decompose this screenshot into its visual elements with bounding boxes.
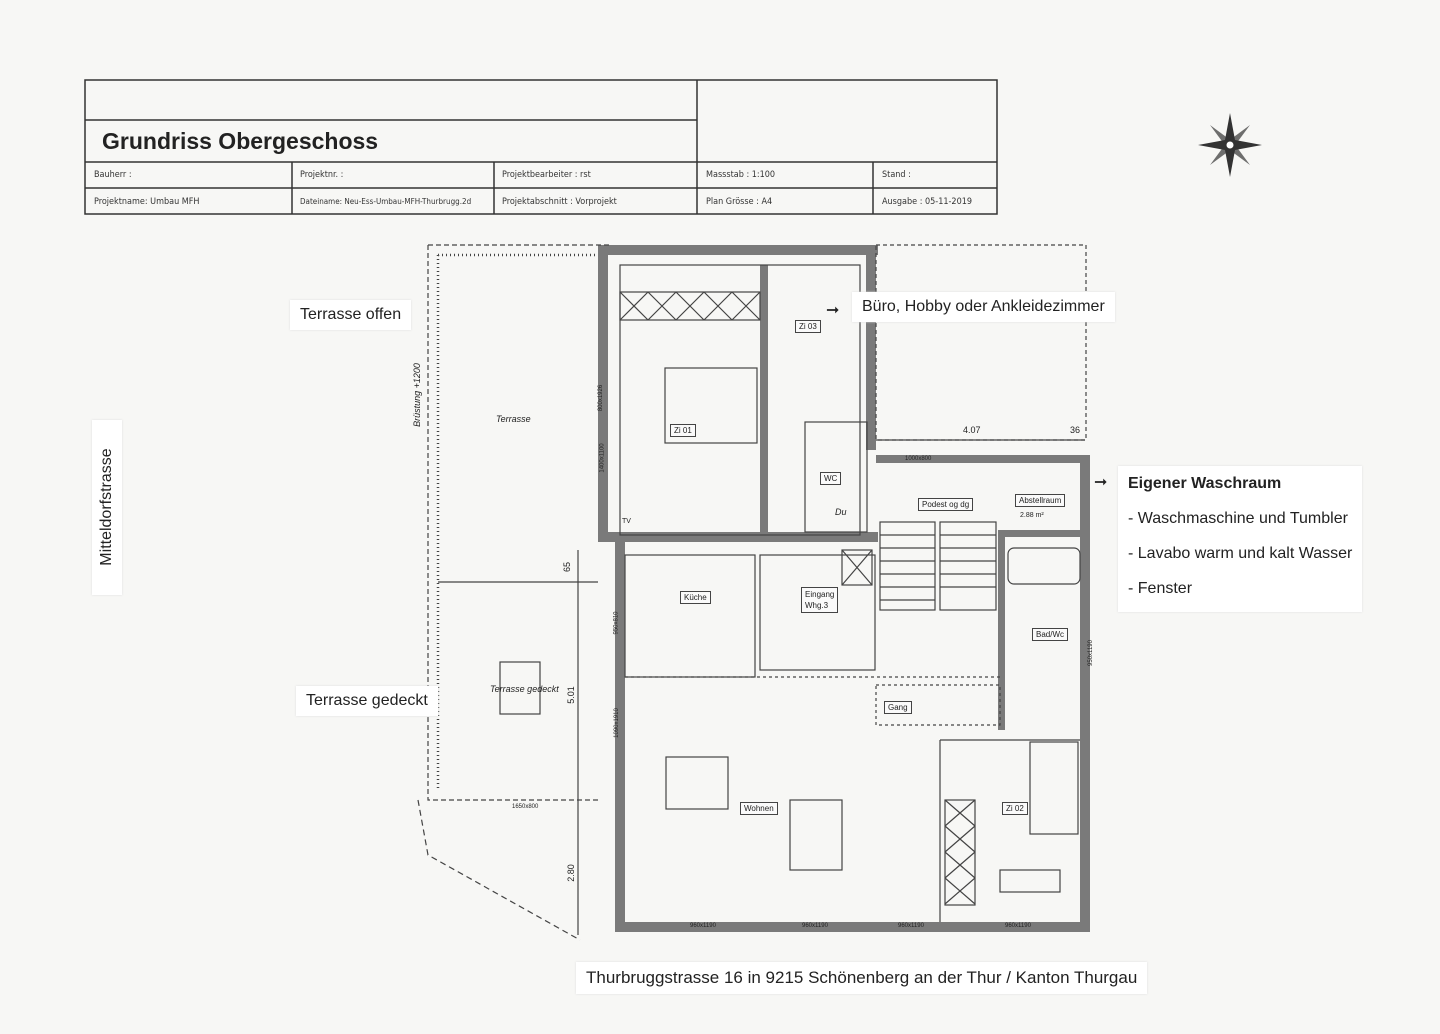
room-eingang: Eingang Whg.3 — [801, 587, 839, 613]
window-950x1190: 950x1190 — [1087, 640, 1094, 666]
note-terrasse-offen: Terrasse offen — [290, 300, 412, 330]
window-800x1926: 800x1926 — [598, 384, 605, 412]
bearbeiter-field: Projektbearbeiter : rst — [502, 170, 591, 180]
page-title: Grundriss Obergeschoss — [102, 128, 379, 154]
room-kueche: Küche — [680, 591, 711, 604]
window-1400x1100: 1400x1100 — [599, 443, 606, 473]
note-buero: Büro, Hobby oder Ankleidezimmer — [852, 292, 1115, 322]
room-terrasse-gedeckt: Terrasse gedeckt — [490, 684, 559, 694]
plangroesse-field: Plan Grösse : A4 — [706, 197, 773, 207]
street-label: Mitteldorfstrasse — [92, 420, 122, 595]
dim-280: 2.80 — [565, 864, 576, 882]
arrow-icon: ➞ — [1094, 474, 1108, 491]
window-950x810: 950x810 — [613, 611, 620, 635]
compass-rose-icon — [1198, 113, 1262, 177]
room-terrasse: Terrasse — [496, 414, 531, 424]
room-zi01: Zi 01 — [670, 424, 696, 437]
room-wc: WC — [820, 472, 842, 485]
room-wohnen: Wohnen — [740, 802, 778, 815]
eingang-label: Eingang — [805, 590, 835, 599]
room-gang: Gang — [884, 701, 912, 714]
waschraum-item: - Waschmaschine und Tumbler — [1128, 510, 1348, 527]
abschnitt-field: Projektabschnitt : Vorprojekt — [502, 197, 617, 207]
window-1090x1910: 1090x1910 — [613, 708, 620, 738]
ausgabe-field: Ausgabe : 05-11-2019 — [882, 197, 973, 207]
arrow-icon: ➞ — [826, 302, 840, 319]
abstellraum-area: 2.88 m² — [1020, 512, 1044, 519]
room-zi02: Zi 02 — [1002, 802, 1028, 815]
room-abstellraum: Abstellraum — [1015, 494, 1066, 507]
window-960-4: 960x1190 — [1005, 923, 1031, 929]
dateiname-field: Dateiname: Neu-Ess-Umbau-MFH-Thurbrugg.2… — [300, 197, 472, 206]
projektname-field: Projektname: Umbau MFH — [94, 197, 200, 207]
address-label: Thurbruggstrasse 16 in 9215 Schönenberg … — [576, 962, 1148, 994]
window-960-1: 960x1190 — [690, 923, 716, 929]
waschraum-item: - Lavabo warm und kalt Wasser — [1128, 545, 1353, 562]
note-terrasse-gedeckt: Terrasse gedeckt — [296, 686, 438, 716]
street-name: Mitteldorfstrasse — [98, 448, 115, 566]
window-1000x800: 1000x800 — [905, 456, 932, 462]
projektnr-field: Projektnr. : — [300, 170, 344, 180]
dim-65: 65 — [562, 561, 573, 573]
note-waschraum: Eigener Waschraum - Waschmaschine und Tu… — [1118, 466, 1363, 612]
dim-501: 5.01 — [565, 686, 576, 704]
bauherr-field: Bauherr : — [94, 170, 132, 180]
tv-label: TV — [622, 518, 631, 525]
massstab-field: Massstab : 1:100 — [706, 170, 776, 180]
window-1650x800: 1650x800 — [512, 804, 539, 810]
bruestung-label: Brüstung +1200 — [411, 363, 422, 427]
room-podest: Podest og dg — [918, 498, 974, 511]
dim-407: 4.07 — [963, 425, 981, 435]
room-badwc: Bad/Wc — [1032, 628, 1069, 641]
window-960-2: 960x1190 — [802, 923, 828, 929]
eingang-whg: Whg.3 — [805, 601, 829, 610]
stand-field: Stand : — [882, 170, 911, 180]
waschraum-item: - Fenster — [1128, 580, 1193, 597]
room-zi03: Zi 03 — [795, 320, 821, 333]
room-du: Du — [835, 507, 847, 517]
window-960-3: 960x1190 — [898, 923, 924, 929]
waschraum-title: Eigener Waschraum — [1128, 475, 1282, 492]
dim-36: 36 — [1070, 425, 1081, 435]
